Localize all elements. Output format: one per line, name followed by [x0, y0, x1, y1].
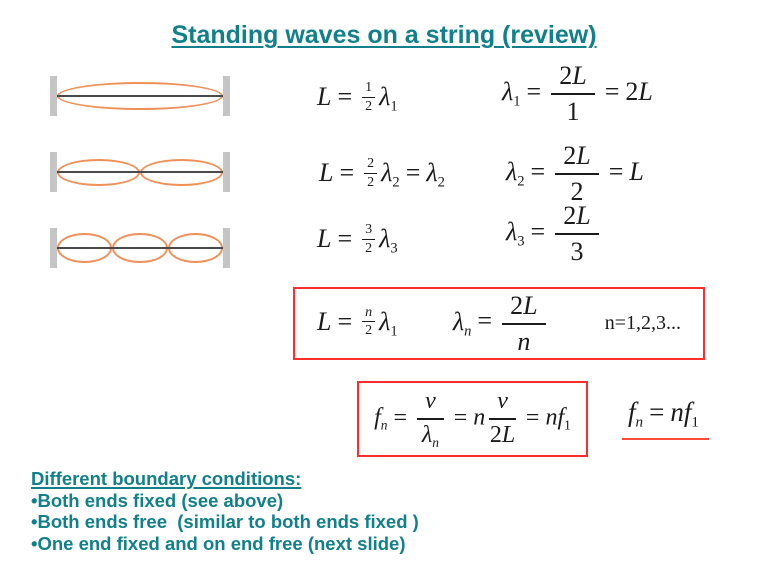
standing-wave-diagram-1: [50, 76, 230, 116]
right-post: [223, 152, 230, 192]
boundary-heading: Different boundary conditions:: [31, 468, 302, 489]
boundary-item-one-fixed-one-free: •One end fixed and on end free (next sli…: [31, 532, 406, 554]
formula-fn-equals-nf1: fn=nf1: [622, 397, 709, 441]
right-post: [223, 228, 230, 268]
left-post: [50, 228, 57, 268]
string-line: [57, 171, 223, 173]
right-post: [223, 76, 230, 116]
page-title-text: Standing waves on a string (review): [171, 21, 597, 49]
left-post: [50, 76, 57, 116]
boundary-conditions-block: Different boundary conditions: •Both end…: [31, 468, 419, 554]
string-area: [57, 76, 223, 116]
string-line: [57, 95, 223, 97]
boundary-item-both-free: •Both ends free (similar to both ends fi…: [31, 511, 419, 532]
boundary-item-both-fixed: •Both ends fixed (see above): [31, 489, 284, 511]
page-title: Standing waves on a string (review): [0, 21, 768, 50]
standing-wave-diagram-2: [50, 152, 230, 192]
n-values-note: n=1,2,3...: [604, 312, 681, 334]
string-area: [57, 228, 223, 268]
string-line: [57, 247, 223, 249]
string-area: [57, 152, 223, 192]
left-post: [50, 152, 57, 192]
standing-wave-diagram-3: [50, 228, 230, 268]
